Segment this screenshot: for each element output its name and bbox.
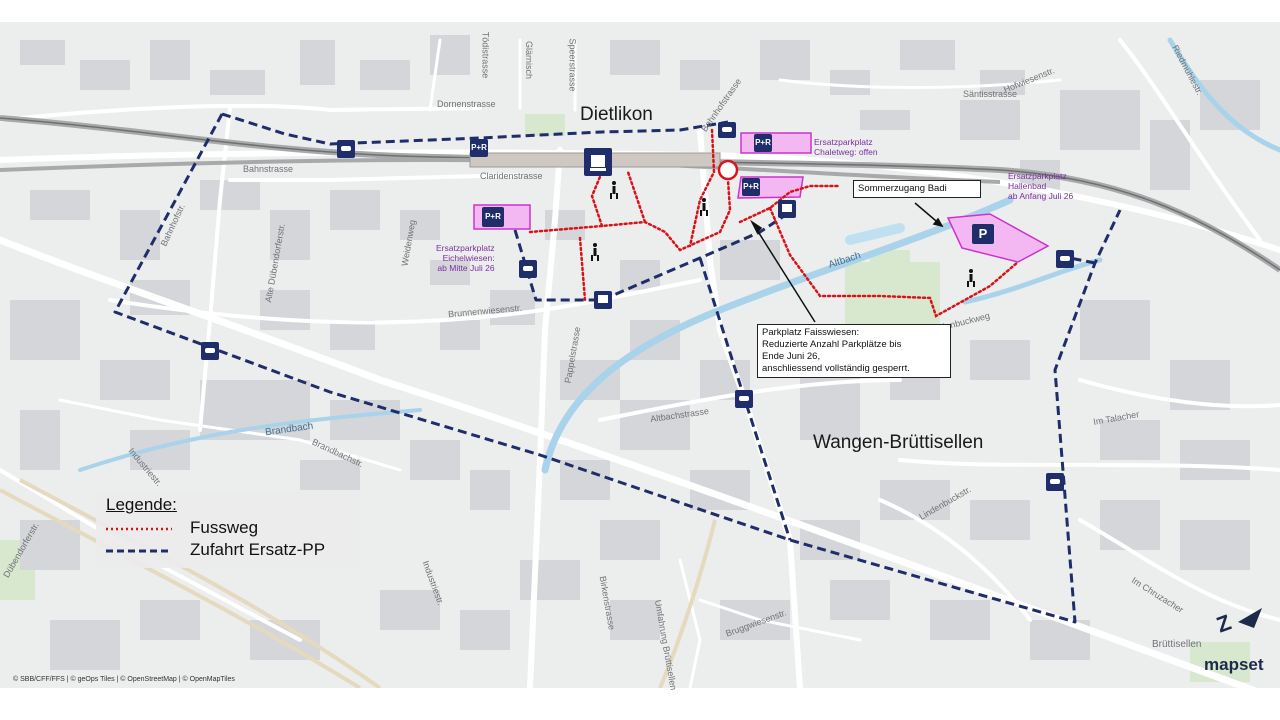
park-and-ride-icon[interactable]: P+R [482,207,504,227]
access-route-swatch [106,549,172,553]
legend: Legende: Fussweg Zufahrt Ersatz-PP [96,490,360,568]
park-and-ride-icon[interactable]: P+R [754,134,772,152]
street-toedistrasse: Tödistrasse [480,31,491,79]
street-saentisstrasse: Säntisstrasse [963,89,1018,99]
pedestrian-icon [967,269,975,287]
parking-label-line: ab Mitte Juli 26 [437,263,495,273]
parking-icon[interactable]: P [972,224,994,244]
car-icon[interactable] [337,140,355,158]
parking-label-line: ab Anfang Juli 26 [1008,191,1074,201]
parking-label-hallenbad: Ersatzparkplatz Hallenbad ab Anfang Juli… [1008,171,1073,201]
parking-label-line: Ersatzparkplatz [1008,171,1067,181]
car-icon[interactable] [718,122,736,138]
place-bruttisellen: Brüttisellen [1152,639,1202,650]
callout-sommerzugang: Sommerzugang Badi [853,180,981,198]
bus-icon[interactable] [594,291,612,309]
street-glaernisch: Glärnisch [524,40,535,80]
parking-label-line: Eichelwiesen: [442,253,495,263]
street-speerstrasse: Speerstrasse [567,38,578,92]
pedestrian-icon [610,181,618,199]
car-icon[interactable] [519,260,537,278]
legend-row-fussweg: Fussweg [106,518,258,538]
parking-label-line: Ersatzparkplatz [436,243,495,253]
car-icon[interactable] [1046,473,1064,491]
car-icon[interactable] [201,342,219,360]
place-wangen-bruttisellen: Wangen-Brüttisellen [813,432,984,453]
north-arrow-icon: Z [1214,608,1262,634]
callout-line: Reduzierte Anzahl Parkplätze bis [762,339,902,350]
callout-faisswiesen: Parkplatz Faisswiesen: Reduzierte Anzahl… [757,324,951,378]
svg-text:Z: Z [1214,609,1234,634]
pedestrian-icons [591,181,975,287]
parking-label-line: Ersatzparkplatz [814,137,873,147]
parking-label-line: Hallenbad [1008,181,1047,191]
car-icon[interactable] [1056,250,1074,268]
mapset-logo: mapset [1204,655,1264,674]
legend-row-zufahrt: Zufahrt Ersatz-PP [106,540,325,560]
car-icon[interactable] [735,390,753,408]
street-claridenstrasse: Claridenstrasse [480,171,543,181]
legend-title: Legende: [106,495,177,514]
train-station-icon [584,148,612,176]
pedestrian-icon [700,198,708,216]
street-bahnstrasse: Bahnstrasse [243,164,294,174]
parking-label-line: Chaletweg: offen [814,147,878,157]
parking-label-chaletweg: Ersatzparkplatz Chaletweg: offen [814,137,878,157]
street-dornenstrasse: Dornenstrasse [437,99,496,109]
parking-label-eichelwiesen: Ersatzparkplatz Eichelwiesen: ab Mitte J… [436,243,495,273]
place-dietlikon: Dietlikon [580,104,653,125]
park-and-ride-icon[interactable]: P+R [742,178,760,196]
callout-line: Ende Juni 26, [762,351,821,362]
footpath-swatch [106,527,172,530]
bus-icon[interactable] [778,200,796,218]
callout-line: Parkplatz Faisswiesen: [762,327,860,338]
map-attribution: © SBB/CFF/FFS | © geOps Tiles | © OpenSt… [13,676,235,683]
legend-label-fussweg: Fussweg [190,518,259,537]
pedestrian-icon [591,243,599,261]
station-marker [717,159,739,181]
callout-line: anschliessend vollständig gesperrt. [762,363,910,374]
park-and-ride-icon[interactable]: P+R [470,139,488,157]
legend-label-zufahrt: Zufahrt Ersatz-PP [190,540,326,559]
